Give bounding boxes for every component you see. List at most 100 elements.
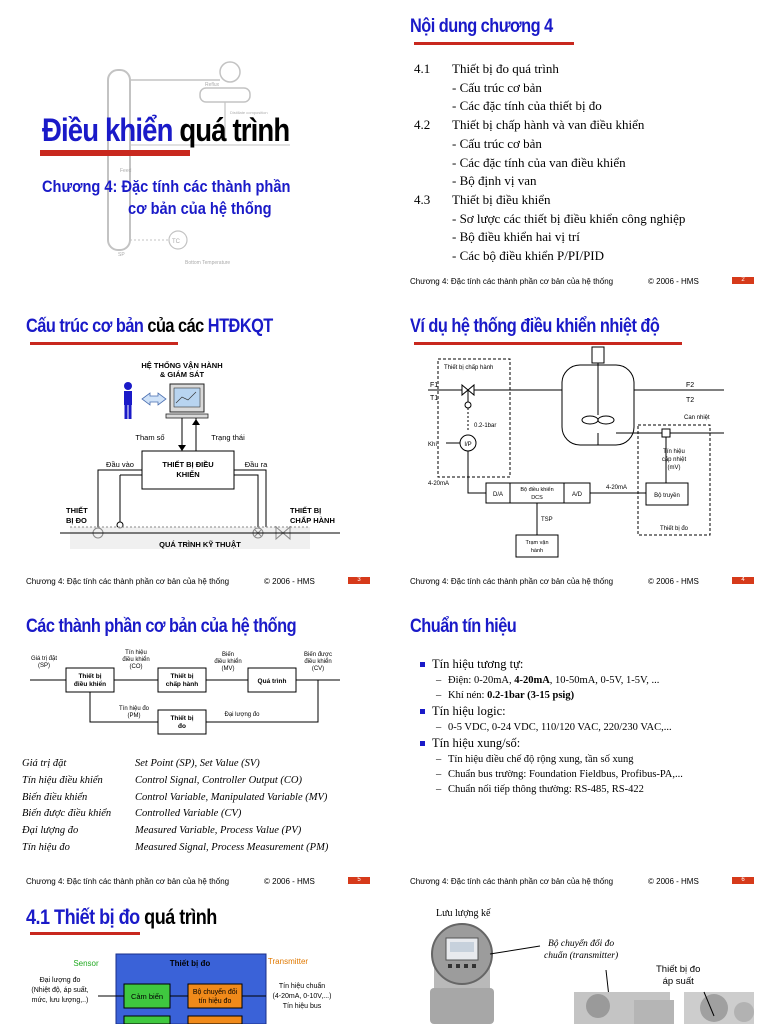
status-label: Trạng thái bbox=[211, 433, 245, 442]
agitator-icon bbox=[581, 415, 599, 425]
term-vietnamese: Giá trị đặt bbox=[22, 758, 67, 769]
analog-electric: Điện: 0-20mA, 4-20mA, 10-50mA, 0-5V, 1-5… bbox=[418, 673, 683, 688]
term-english: Set Point (SP), Set Value (SV) bbox=[135, 758, 260, 769]
cover-underline bbox=[40, 150, 190, 156]
ad-box bbox=[563, 482, 591, 504]
measurement-block bbox=[157, 709, 207, 735]
table-row: Đại lượng đo Measured Variable, Process V… bbox=[22, 823, 328, 840]
slide-basic-structure: Cấu trúc cơ bản của các HTĐKQT HỆ THỐNG … bbox=[0, 300, 384, 596]
output-label-2: (4-20mA, 0-10V,...) bbox=[273, 993, 332, 1000]
da-label: D/A bbox=[493, 492, 503, 498]
subsection-item: - Cấu trúc cơ bản bbox=[452, 79, 542, 95]
slide-title: Cấu trúc cơ bản của các HTĐKQT bbox=[26, 316, 273, 338]
footer-copyright: © 2006 - HMS bbox=[264, 577, 315, 586]
subsection-item: - Sơ lược các thiết bị điều khiển công n… bbox=[452, 210, 686, 226]
param-label: Tham số bbox=[135, 433, 165, 442]
cover-title-blue: Điều khiển bbox=[42, 112, 173, 148]
electric-bold: 4-20mA bbox=[514, 675, 550, 686]
transmitter-caption-2: chuẩn (transmitter) bbox=[544, 951, 619, 961]
distillate-label: Distillate composition bbox=[230, 110, 268, 115]
slide-title: Ví dụ hệ thống điều khiển nhiệt độ bbox=[410, 316, 660, 337]
thermocouple-label: Can nhiệt bbox=[684, 415, 710, 421]
device-photos bbox=[430, 923, 754, 1024]
input-label: Đầu vào bbox=[106, 460, 134, 469]
slide-temperature-example: Ví dụ hệ thống điều khiển nhiệt độ Thiết… bbox=[384, 300, 768, 596]
controller-block-label-1: Thiết bị bbox=[78, 672, 101, 680]
title-part1: Cấu trúc cơ bản bbox=[26, 316, 144, 337]
t1-label: T1 bbox=[430, 395, 438, 402]
term-english: Measured Variable, Process Value (PV) bbox=[135, 825, 302, 837]
title-underline bbox=[414, 342, 682, 345]
term-english: Control Signal, Controller Output (CO) bbox=[135, 774, 302, 786]
actuator-label-2: CHẤP HÀNH bbox=[290, 515, 335, 525]
slide-footer: Chương 4: Đặc tính các thành phần cơ bản… bbox=[410, 877, 699, 886]
input-label-3: mức, lưu lượng,..) bbox=[32, 997, 89, 1004]
transmitter-label: Bộ truyền bbox=[654, 493, 680, 499]
mv-label-1: Biến bbox=[222, 652, 234, 658]
section-number: 4.3 bbox=[414, 191, 431, 207]
ma-left-label: 4-20mA bbox=[428, 481, 449, 487]
term-english: Controlled Variable (CV) bbox=[135, 808, 242, 820]
pm-label-2: (PM) bbox=[128, 713, 141, 719]
station-label-2: hành bbox=[531, 548, 543, 554]
f1-label: F1 bbox=[430, 382, 438, 389]
mv-label-3: (MV) bbox=[222, 666, 235, 672]
co-label-2: điều khiển bbox=[122, 656, 149, 663]
controller-block-label-2: điều khiển bbox=[74, 679, 106, 688]
actuator-block-label-1: Thiết bị bbox=[170, 672, 193, 680]
device-label: Thiết bị đo bbox=[170, 959, 211, 968]
footer-chapter: Chương 4: Đặc tính các thành phần cơ bản… bbox=[26, 577, 230, 586]
sp-label-2: (SP) bbox=[38, 663, 50, 669]
bottom-temp-label: Bottom Temperature bbox=[185, 260, 230, 266]
station-label-1: Trạm vận bbox=[525, 540, 548, 546]
structure-diagram: HỆ THỐNG VẬN HÀNH & GIÁM SÁT Tham số Trạ… bbox=[60, 360, 340, 549]
footer-chapter: Chương 4: Đặc tính các thành phần cơ bản… bbox=[26, 877, 230, 886]
transmitter-tag: Transmitter bbox=[268, 957, 308, 966]
electric-prefix: Điện: 0-20mA, bbox=[448, 675, 515, 686]
pressure-caption-1: Thiết bị đo bbox=[656, 964, 701, 975]
table-row: Giá trị đặt Set Point (SP), Set Value (SV… bbox=[22, 756, 328, 773]
section-title: Thiết bị chấp hành và van điều khiển bbox=[452, 117, 645, 133]
pm-label-1: Tín hiệu đo bbox=[119, 706, 150, 712]
ad-label: A/D bbox=[572, 492, 583, 498]
output-label-1: Tín hiệu chuẩn bbox=[279, 982, 325, 990]
section-number: 4.2 bbox=[414, 117, 431, 133]
sensor-block-label: Cảm biến bbox=[131, 992, 163, 1001]
tsp-label: TSP bbox=[541, 517, 553, 523]
cv-label-3: (CV) bbox=[312, 666, 324, 672]
slide-title: Chuẩn tín hiệu bbox=[410, 616, 517, 637]
controller-label-1: THIẾT BỊ ĐIỀU bbox=[162, 459, 213, 469]
pressure-gauge-photo bbox=[574, 992, 754, 1024]
output-label-3: Tín hiệu bus bbox=[283, 1003, 322, 1010]
cover-subtitle: Chương 4: Đặc tính các thành phần cơ bản… bbox=[42, 176, 290, 220]
measurement-dashed-box bbox=[637, 424, 711, 536]
operator-label-2: & GIÁM SÁT bbox=[160, 370, 205, 379]
term-vietnamese: Đại lượng đo bbox=[22, 825, 79, 837]
f2-label: F2 bbox=[686, 382, 694, 389]
title-part1: 4.1 Thiết bị đo bbox=[26, 906, 140, 929]
output-label: Đầu ra bbox=[245, 460, 268, 469]
ip-label: I/P bbox=[464, 442, 471, 448]
term-vietnamese: Biến được điều khiển bbox=[22, 808, 112, 820]
title-part2: quá trình bbox=[139, 906, 217, 929]
table-row: Biến được điều khiển Controlled Variable … bbox=[22, 806, 328, 823]
footer-chapter: Chương 4: Đặc tính các thành phần cơ bản… bbox=[410, 277, 614, 286]
slide-title: 4.1 Thiết bị đo quá trình bbox=[26, 906, 217, 930]
slide-footer: Chương 4: Đặc tính các thành phần cơ bản… bbox=[410, 577, 699, 586]
process-label: QUÁ TRÌNH KỸ THUẬT bbox=[159, 540, 241, 549]
terminology-table: Giá trị đặt Set Point (SP), Set Value (SV… bbox=[22, 756, 328, 857]
distillation-column-diagram: TC Feed Reflux Distillate composition SP… bbox=[107, 61, 290, 266]
section-title: Thiết bị đo quá trình bbox=[452, 61, 559, 76]
subsection-item: - Các bộ điều khiển P/PI/PID bbox=[452, 248, 605, 264]
page-number: 4 bbox=[732, 577, 754, 584]
term-vietnamese: Tín hiệu điều khiển bbox=[22, 774, 103, 786]
title-part2: của các bbox=[143, 316, 208, 337]
pressure-caption: Thiết bị đo áp suất bbox=[656, 964, 700, 988]
dcs-label-1: Bộ điều khiển bbox=[520, 486, 553, 493]
thermocouple-icon bbox=[661, 428, 671, 438]
slide-title: Nội dung chương 4 bbox=[410, 16, 553, 37]
reflux-label: Reflux bbox=[205, 82, 220, 88]
